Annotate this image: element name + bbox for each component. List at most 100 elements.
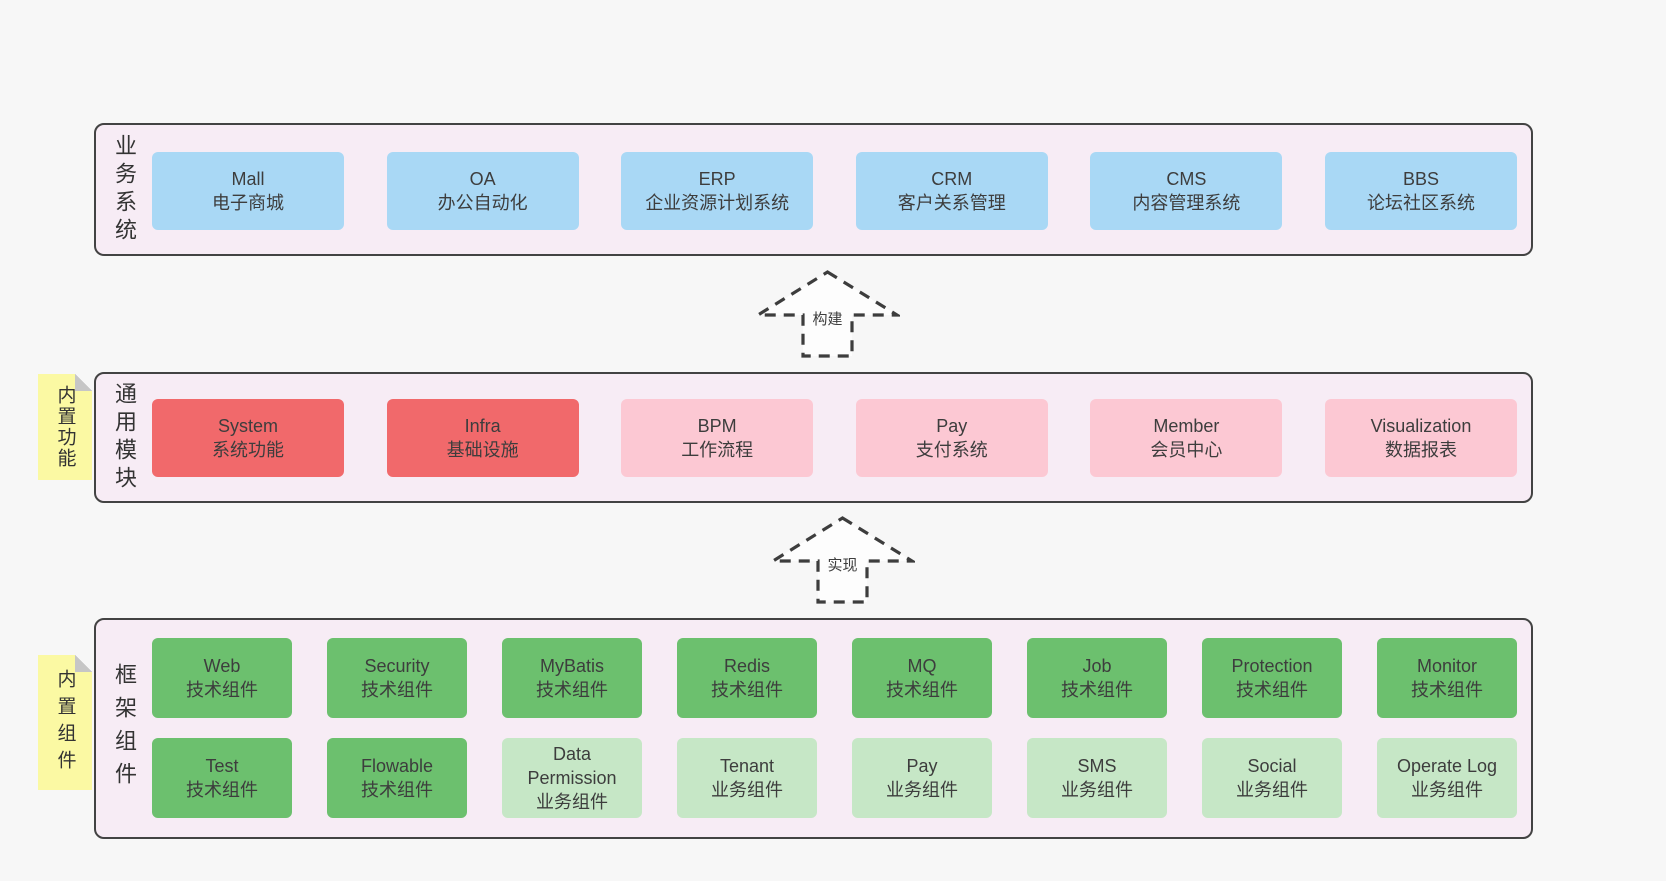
diagram-box-pay: Pay 业务组件 — [852, 738, 992, 818]
box-subtitle: 工作流程 — [681, 440, 754, 460]
diagram-box-flowable: Flowable 技术组件 — [327, 738, 467, 818]
box-subtitle: 会员中心 — [1150, 440, 1223, 460]
diagram-box-oa: OA 办公自动化 — [386, 152, 579, 230]
box-subtitle: 业务组件 — [1411, 780, 1483, 800]
box-subtitle: 技术组件 — [886, 680, 958, 700]
diagram-box-job: Job 技术组件 — [1027, 638, 1167, 718]
box-subtitle: 支付系统 — [915, 440, 988, 460]
implement-arrow-label: 实现 — [824, 554, 861, 575]
diagram-box-system: System 系统功能 — [152, 399, 344, 477]
box-title: Operate Log — [1396, 755, 1498, 776]
band-boxes-common-modules: System 系统功能 Infra 基础设施 BPM 工作流程 Pay 支付系统 Member 会… — [152, 399, 1517, 477]
box-subtitle: 技术组件 — [186, 680, 258, 700]
box-title: Infra — [464, 415, 501, 436]
box-title: BPM — [697, 415, 737, 436]
diagram-box-infra: Infra 基础设施 — [386, 399, 579, 477]
diagram-box-security: Security 技术组件 — [327, 638, 467, 718]
box-subtitle: 技术组件 — [536, 680, 608, 700]
diagram-box-mq: MQ 技术组件 — [852, 638, 992, 718]
diagram-box-cms: CMS 内容管理系统 — [1090, 152, 1283, 230]
box-title: Web — [203, 655, 241, 676]
box-subtitle: 内容管理系统 — [1132, 193, 1241, 213]
diagram-box-redis: Redis 技术组件 — [677, 638, 817, 718]
diagram-box-pay: Pay 支付系统 — [855, 399, 1048, 477]
box-subtitle: 办公自动化 — [437, 193, 528, 213]
sticky-note-builtin-components: 内置组件 — [38, 655, 92, 790]
box-subtitle: 电子商城 — [212, 193, 284, 213]
box-subtitle: 技术组件 — [361, 780, 433, 800]
box-title: Flowable — [360, 755, 434, 776]
box-subtitle: 技术组件 — [1236, 680, 1308, 700]
implement-arrow-icon: 实现 — [770, 516, 915, 604]
diagram-box-data-permission: Data Permission 业务组件 — [502, 738, 642, 818]
box-subtitle: 数据报表 — [1384, 440, 1457, 460]
diagram-box-mybatis: MyBatis 技术组件 — [502, 638, 642, 718]
box-title: Job — [1082, 655, 1112, 676]
box-title: CRM — [931, 168, 973, 189]
box-subtitle: 客户关系管理 — [897, 193, 1006, 213]
diagram-box-member: Member 会员中心 — [1090, 399, 1283, 477]
box-subtitle: 业务组件 — [1061, 780, 1133, 800]
box-title: MQ — [907, 655, 937, 676]
box-subtitle: 系统功能 — [212, 440, 284, 460]
box-title: SMS — [1077, 755, 1117, 776]
box-title: Pay — [936, 415, 968, 436]
box-title: Mall — [231, 168, 265, 189]
box-title: Security — [364, 655, 430, 676]
box-subtitle: 业务组件 — [886, 780, 958, 800]
box-subtitle: 业务组件 — [536, 792, 608, 813]
box-row: System 系统功能 Infra 基础设施 BPM 工作流程 Pay 支付系统 Member 会… — [152, 399, 1517, 477]
diagram-box-monitor: Monitor 技术组件 — [1377, 638, 1517, 718]
sticky-note-builtin-features: 内置功能 — [38, 374, 92, 480]
box-title: OA — [469, 168, 496, 189]
folded-corner-icon — [75, 655, 92, 672]
box-title: Monitor — [1416, 655, 1478, 676]
diagram-box-web: Web 技术组件 — [152, 638, 292, 718]
box-subtitle: 企业资源计划系统 — [645, 193, 790, 213]
band-boxes-business-systems: Mall 电子商城 OA 办公自动化 ERP 企业资源计划系统 CRM 客户关系管理 CMS 内容… — [152, 152, 1517, 230]
box-title: BBS — [1402, 168, 1439, 189]
box-subtitle: 技术组件 — [711, 680, 783, 700]
box-title: Redis — [723, 655, 771, 676]
box-title: MyBatis — [539, 655, 604, 676]
build-arrow-icon: 构建 — [755, 270, 900, 358]
box-title: Visualization — [1370, 415, 1472, 436]
box-subtitle: 技术组件 — [1411, 680, 1483, 700]
diagram-box-social: Social 业务组件 — [1202, 738, 1342, 818]
box-subtitle: 基础设施 — [446, 440, 519, 460]
box-title: Test — [205, 755, 239, 776]
box-title: Member — [1153, 415, 1220, 436]
box-title: Pay — [906, 755, 938, 776]
box-title: Social — [1247, 755, 1297, 776]
box-title: ERP — [698, 168, 736, 189]
box-subtitle: 业务组件 — [1236, 780, 1308, 800]
diagram-box-visualization: Visualization 数据报表 — [1324, 399, 1517, 477]
diagram-box-crm: CRM 客户关系管理 — [855, 152, 1048, 230]
box-title: CMS — [1166, 168, 1207, 189]
box-subtitle: 技术组件 — [1061, 680, 1133, 700]
diagram-box-operate-log: Operate Log 业务组件 — [1377, 738, 1517, 818]
box-subtitle: 技术组件 — [361, 680, 433, 700]
band-label-business-systems: 业务系统 — [112, 133, 137, 246]
box-title: Data Permission — [527, 743, 617, 788]
band-label-framework-components: 框架组件 — [112, 662, 137, 795]
build-arrow-label: 构建 — [809, 308, 846, 329]
box-title: System — [217, 415, 278, 436]
box-row: Mall 电子商城 OA 办公自动化 ERP 企业资源计划系统 CRM 客户关系管理 CMS 内容… — [152, 152, 1517, 230]
box-title: Protection — [1231, 655, 1313, 676]
diagram-box-sms: SMS 业务组件 — [1027, 738, 1167, 818]
diagram-box-erp: ERP 企业资源计划系统 — [621, 152, 814, 230]
box-subtitle: 业务组件 — [711, 780, 783, 800]
sticky-note-label: 内置组件 — [54, 668, 76, 777]
band-business-systems: 业务系统 Mall 电子商城 OA 办公自动化 ERP 企业资源计划系统 CRM 客户关系管理… — [94, 123, 1533, 256]
diagram-box-mall: Mall 电子商城 — [152, 152, 344, 230]
